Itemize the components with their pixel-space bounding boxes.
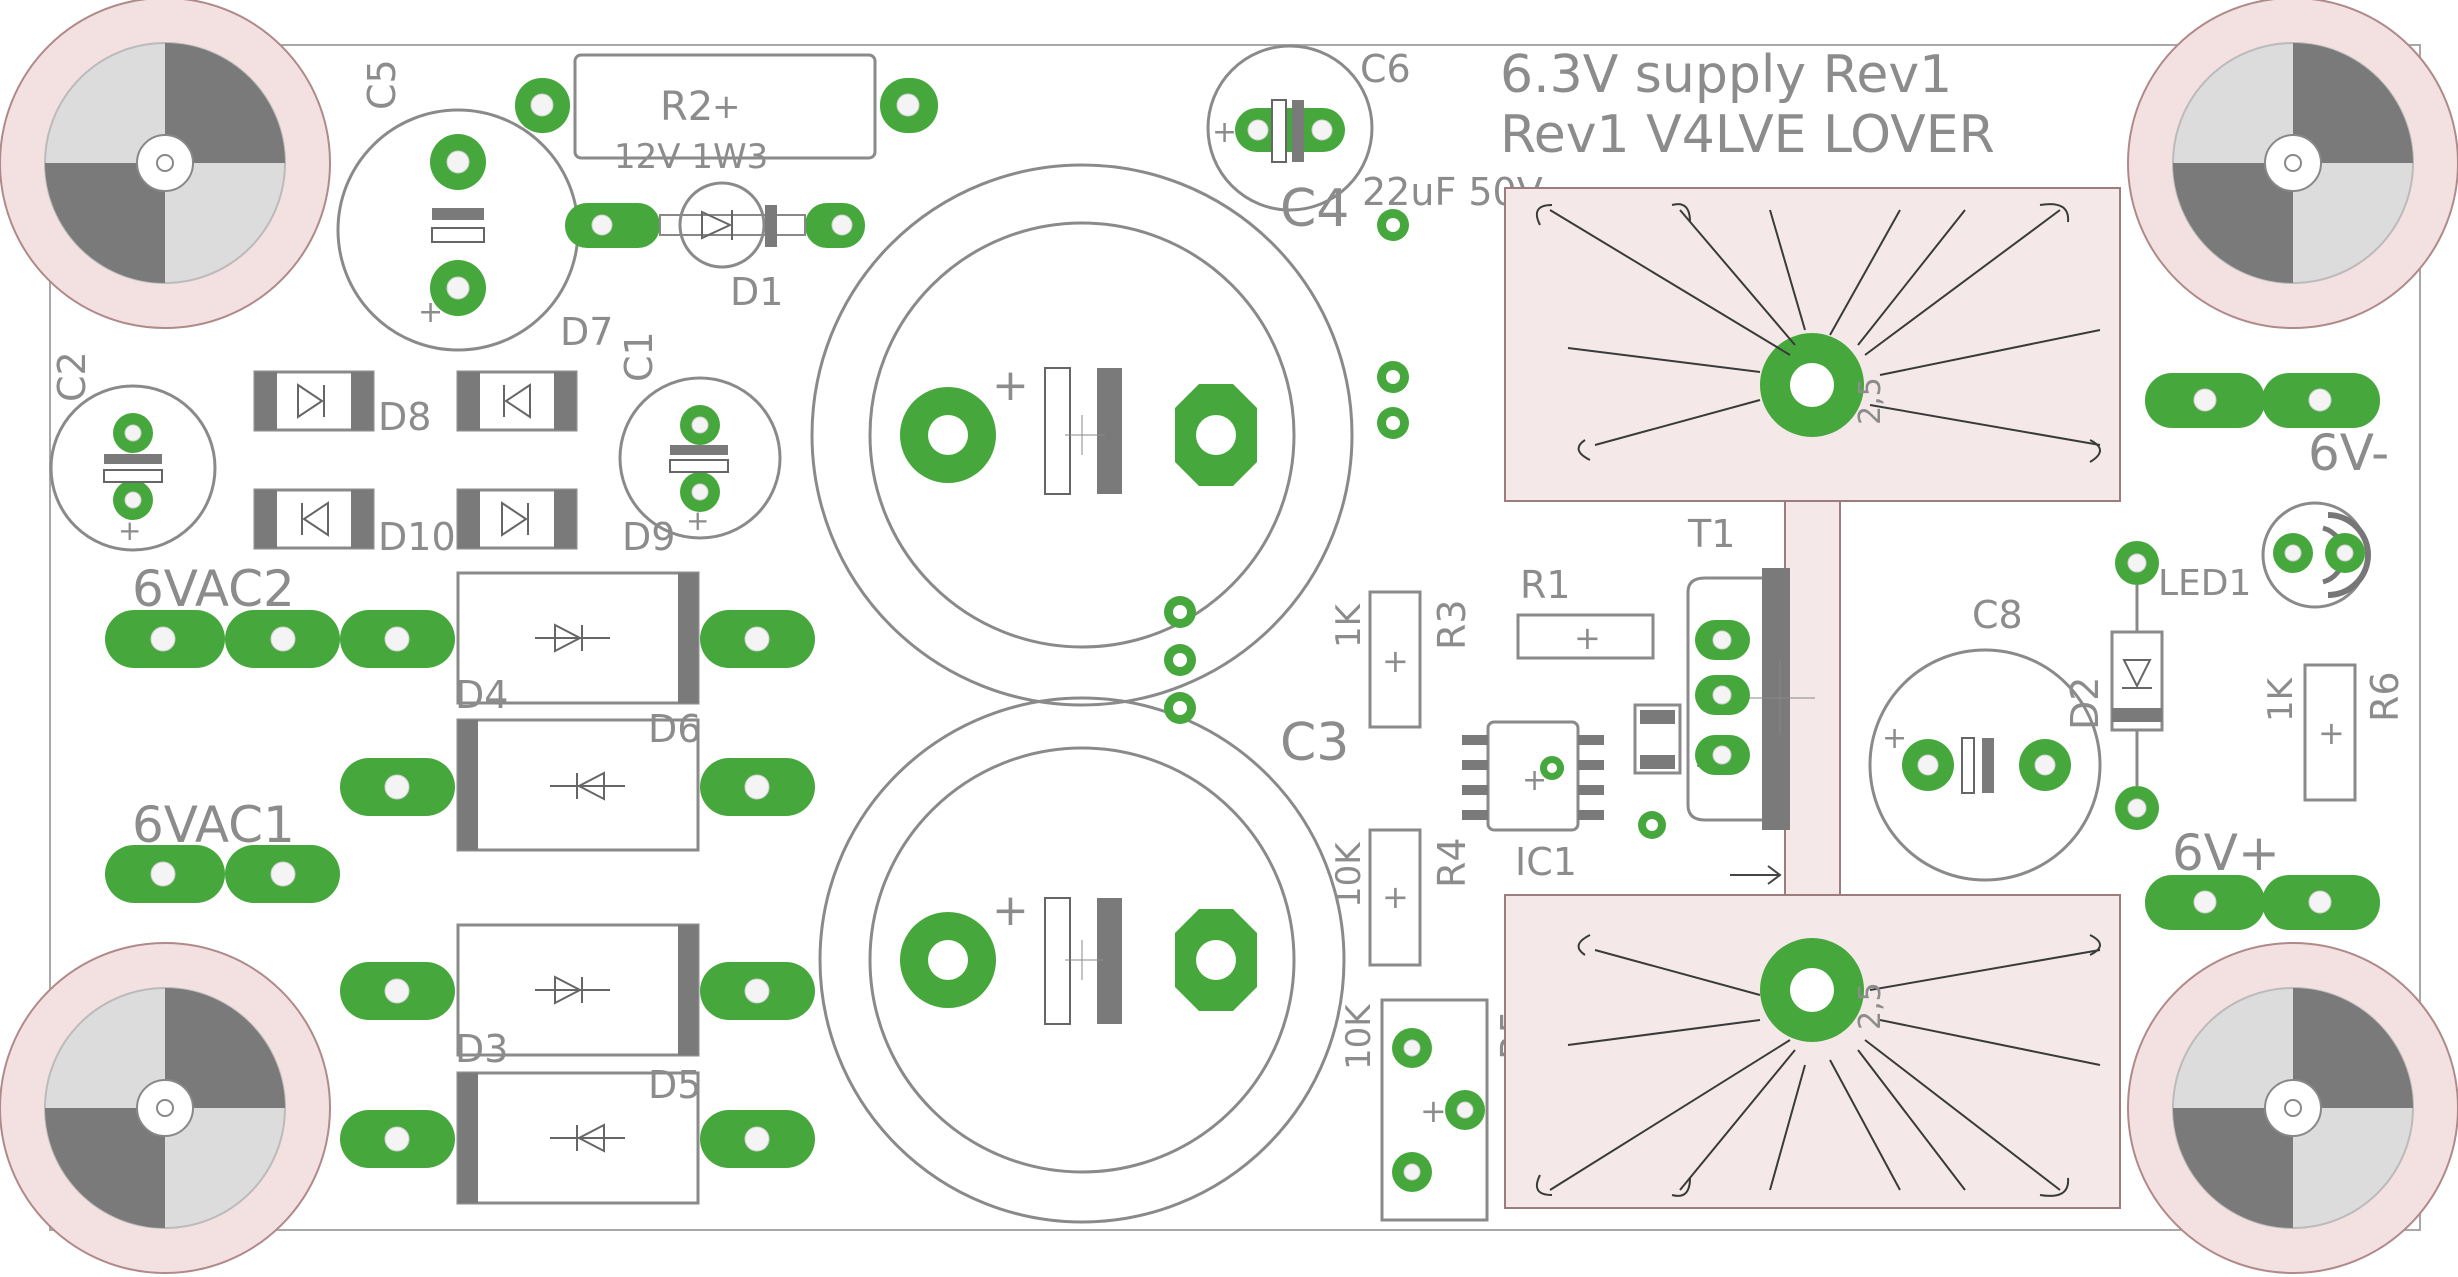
vac1-connector: 6VAC1 xyxy=(105,796,340,903)
svg-text:+: + xyxy=(418,295,443,330)
d2-label: D2 xyxy=(2063,677,2107,730)
r4-label: R4 xyxy=(1430,837,1474,888)
c1-capacitor: + C1 xyxy=(617,331,782,540)
d8-diode: D8 xyxy=(253,370,431,439)
r5-value: 10K xyxy=(1339,1003,1379,1070)
c4-label: C4 xyxy=(1280,179,1349,239)
svg-text:+: + xyxy=(1212,115,1237,150)
d9-diode: D9 xyxy=(456,488,675,559)
ic1-chip: + IC1 xyxy=(1462,720,1604,884)
board-title: 6.3V supply Rev1 xyxy=(1500,45,1952,105)
led1: LED1 xyxy=(2158,501,2371,609)
v-minus-connector: 6V- xyxy=(2145,373,2389,482)
mounting-hole-bottom-left xyxy=(0,942,331,1274)
d9-label: D9 xyxy=(622,515,675,559)
c5-capacitor: + C5 xyxy=(336,59,580,352)
c1-label: C1 xyxy=(617,331,661,382)
heatsink-top: 2,5 xyxy=(1504,187,2121,502)
svg-text:+: + xyxy=(1382,642,1409,680)
c4-capacitor: + C4 xyxy=(810,163,1354,707)
d6-diode: D6 xyxy=(340,707,815,852)
v-plus-label: 6V+ xyxy=(2172,824,2280,882)
c6-capacitor: + C6 22uF 50V xyxy=(1206,44,1543,214)
mounting-hole-top-left xyxy=(0,0,331,329)
c2-label: C2 xyxy=(50,351,94,402)
svg-text:+: + xyxy=(118,514,141,547)
r6-label: R6 xyxy=(2363,671,2407,722)
r6-resistor: + 1K R6 xyxy=(2261,663,2407,802)
d8-label: D8 xyxy=(378,395,431,439)
vac2-connector: 6VAC2 xyxy=(105,560,340,668)
c2-capacitor: + C2 xyxy=(49,351,217,552)
d4-diode: D4 xyxy=(340,571,815,717)
c5-label: C5 xyxy=(360,59,404,110)
c8-capacitor: + C8 xyxy=(1868,593,2102,882)
r2-resistor: R2 + xyxy=(515,53,938,160)
r5-trimmer: + 10K R5 xyxy=(1339,998,1537,1222)
r2-origin-mark: + xyxy=(712,87,741,127)
heatsink-bottom-label: 2,5 xyxy=(1853,982,1888,1030)
board-outline xyxy=(49,44,2421,1231)
mounting-hole-top-right xyxy=(2127,0,2458,329)
svg-text:+: + xyxy=(1882,721,1907,756)
r6-value: 1K xyxy=(2261,676,2301,722)
svg-text:+: + xyxy=(992,360,1029,411)
d1-zener: 12V 1W3 D1 xyxy=(565,137,865,314)
vac1-label: 6VAC1 xyxy=(132,796,295,854)
c3-label: C3 xyxy=(1280,713,1349,773)
v-plus-connector: 6V+ xyxy=(2145,824,2380,930)
d7-label: D7 xyxy=(560,310,613,354)
d5-diode: D5 xyxy=(340,1063,815,1205)
svg-text:+: + xyxy=(2318,714,2345,752)
r3-value: 1K xyxy=(1329,602,1369,648)
d10-label: D10 xyxy=(378,515,456,559)
r3-resistor: + 1K R3 xyxy=(1329,590,1474,729)
vac2-label: 6VAC2 xyxy=(132,560,295,618)
d3-diode: D3 xyxy=(340,923,815,1071)
svg-text:+: + xyxy=(1574,619,1601,657)
heatsink-bottom: 2,5 xyxy=(1504,894,2121,1209)
d7-diode: D7 xyxy=(456,310,613,432)
svg-text:+: + xyxy=(1420,1092,1447,1130)
svg-text:+: + xyxy=(992,885,1029,936)
t1-label: T1 xyxy=(1687,512,1735,556)
d2-diode: D2 xyxy=(2063,541,2164,830)
d5-label: D5 xyxy=(648,1063,701,1107)
r1-label: R1 xyxy=(1520,563,1571,607)
t1-regulator: T1 xyxy=(1686,512,1815,885)
d3-label: D3 xyxy=(455,1027,508,1071)
svg-text:+: + xyxy=(1382,878,1409,916)
mounting-hole-bottom-right xyxy=(2127,942,2458,1274)
r2-label: R2 xyxy=(660,84,713,130)
d10-diode: D10 xyxy=(253,488,456,559)
d1-label: D1 xyxy=(730,270,783,314)
ic1-label: IC1 xyxy=(1515,840,1577,884)
board-subtitle: Rev1 V4LVE LOVER xyxy=(1500,105,1995,165)
v-minus-label: 6V- xyxy=(2308,424,2389,482)
svg-text:+: + xyxy=(686,504,709,537)
d1-value: 12V 1W3 xyxy=(614,137,768,177)
r1-resistor: + R1 xyxy=(1516,563,1655,660)
r4-value: 10K xyxy=(1329,841,1369,908)
heatsink-top-label: 2,5 xyxy=(1853,377,1888,425)
r4-resistor: + 10K R4 xyxy=(1329,828,1474,967)
vias xyxy=(1164,209,1666,839)
c6-label: C6 xyxy=(1360,47,1411,91)
d6-label: D6 xyxy=(648,707,701,751)
d4-label: D4 xyxy=(455,673,508,717)
r3-label: R3 xyxy=(1430,599,1474,650)
led1-label: LED1 xyxy=(2158,563,2251,604)
c3-capacitor: + C3 xyxy=(818,696,1349,1224)
c8-label: C8 xyxy=(1972,593,2023,637)
